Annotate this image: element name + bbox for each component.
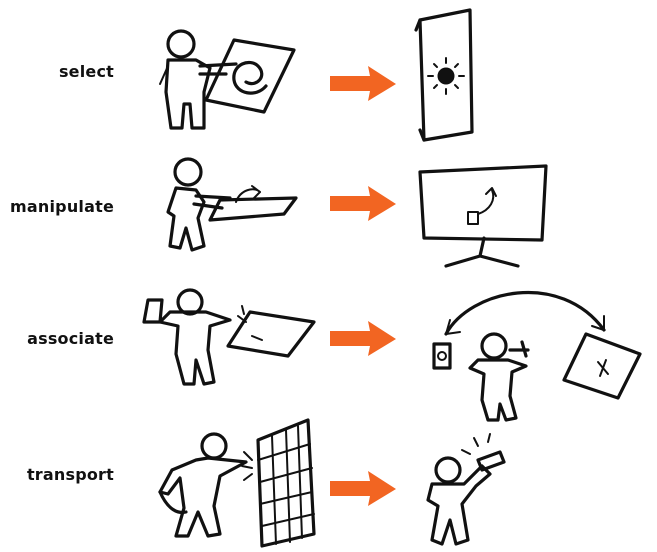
person-grabbing-from-display-icon [158, 418, 316, 548]
person-holding-device-icon [426, 433, 506, 546]
orange-arrow-associate [330, 321, 396, 356]
vertical-display-with-highlight-icon [414, 8, 474, 142]
orange-arrow-manipulate [330, 186, 396, 221]
row-label-transport: transport [26, 465, 114, 484]
orange-arrow-select [330, 66, 396, 101]
row-label-select: select [58, 62, 114, 81]
person-with-linked-objects-icon [432, 290, 642, 422]
person-pointing-at-screen-icon [159, 29, 296, 130]
person-linking-two-objects-icon [142, 288, 316, 386]
monitor-with-moved-object-icon [418, 164, 548, 268]
row-label-manipulate: manipulate [10, 197, 114, 216]
orange-arrow-transport [330, 471, 396, 506]
row-label-associate: associate [27, 329, 114, 348]
person-moving-object-icon [166, 157, 298, 252]
